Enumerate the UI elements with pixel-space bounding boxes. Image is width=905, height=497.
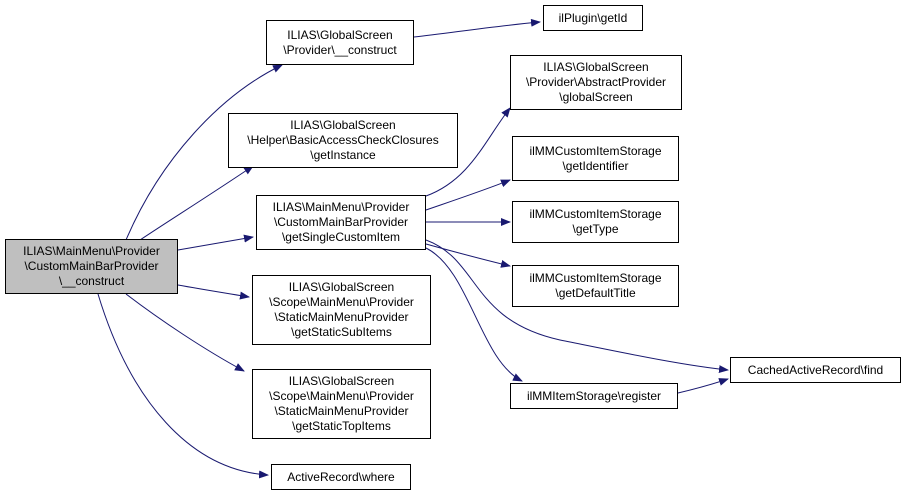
edge-single-to-abstract-provider: [425, 107, 511, 197]
node-basic-access-check-closures-get-instance[interactable]: ILIAS\GlobalScreen \Helper\BasicAccessCh…: [228, 113, 458, 168]
edge-gs-construct-to-il-plugin: [413, 18, 541, 38]
node-line: \getInstance: [310, 148, 376, 162]
node-line: ilMMItemStorage\register: [526, 388, 662, 403]
node-get-static-sub-items[interactable]: ILIAS\GlobalScreen \Scope\MainMenu\Provi…: [252, 275, 431, 345]
node-line: \Scope\MainMenu\Provider: [269, 295, 414, 309]
node-line: \StaticMainMenuProvider: [274, 404, 409, 418]
node-custom-item-storage-get-type[interactable]: ilMMCustomItemStorage \getType: [512, 201, 679, 243]
node-abstract-provider-global-screen[interactable]: ILIAS\GlobalScreen \Provider\AbstractPro…: [510, 55, 682, 110]
edge-root-to-get-single-custom-item: [177, 234, 254, 251]
node-line: ILIAS\GlobalScreen: [288, 280, 395, 294]
edge-single-to-item-register: [425, 247, 523, 382]
node-line: \Scope\MainMenu\Provider: [269, 389, 414, 403]
node-line: ILIAS\MainMenu\Provider: [23, 244, 160, 258]
node-line: ILIAS\MainMenu\Provider: [272, 200, 410, 214]
node-line: CachedActiveRecord\find: [747, 362, 884, 377]
node-active-record-where[interactable]: ActiveRecord\where: [271, 464, 411, 490]
node-line: \CustomMainBarProvider: [273, 215, 409, 229]
node-item-storage-register[interactable]: ilMMItemStorage\register: [510, 383, 678, 409]
node-line: ilMMCustomItemStorage: [529, 271, 662, 285]
edge-single-to-get-identifier: [425, 179, 511, 211]
edge-single-to-cached-find: [425, 239, 729, 374]
edge-root-to-basic-access-check: [139, 165, 254, 241]
node-line: ActiveRecord\where: [287, 469, 395, 484]
node-line: \getStaticTopItems: [292, 419, 391, 433]
node-line: \Helper\BasicAccessCheckClosures: [247, 133, 439, 147]
node-line: \getDefaultTitle: [555, 286, 636, 300]
node-line: \getSingleCustomItem: [281, 230, 401, 244]
node-line: ILIAS\GlobalScreen: [290, 118, 396, 132]
node-custom-item-storage-get-default-title[interactable]: ilMMCustomItemStorage \getDefaultTitle: [512, 265, 679, 307]
node-custom-main-bar-provider-construct[interactable]: ILIAS\MainMenu\Provider \CustomMainBarPr…: [5, 239, 178, 294]
node-line: ILIAS\GlobalScreen: [543, 60, 649, 74]
node-line: \getIdentifier: [562, 158, 629, 173]
node-line: \__construct: [58, 274, 125, 288]
node-il-plugin-get-id[interactable]: ilPlugin\getId: [543, 5, 643, 31]
node-line: \Provider\AbstractProvider: [525, 75, 667, 89]
node-line: \globalScreen: [559, 90, 633, 104]
node-line: ILIAS\GlobalScreen: [288, 374, 395, 388]
node-line: ilMMCustomItemStorage: [529, 143, 662, 158]
node-line: \getType: [572, 222, 619, 236]
node-line: ILIAS\GlobalScreen: [287, 27, 393, 42]
edge-item-register-to-cached-find: [677, 378, 729, 394]
node-get-single-custom-item[interactable]: ILIAS\MainMenu\Provider \CustomMainBarPr…: [256, 195, 426, 250]
node-line: \Provider\__construct: [283, 42, 397, 57]
edge-root-to-active-record-where: [97, 293, 269, 479]
node-get-static-top-items[interactable]: ILIAS\GlobalScreen \Scope\MainMenu\Provi…: [252, 369, 431, 439]
node-global-screen-provider-construct[interactable]: ILIAS\GlobalScreen \Provider\__construct: [266, 20, 414, 65]
node-line: \CustomMainBarProvider: [24, 259, 159, 273]
node-cached-active-record-find[interactable]: CachedActiveRecord\find: [730, 357, 901, 383]
edge-single-to-get-default-title: [425, 243, 511, 268]
node-custom-item-storage-get-identifier[interactable]: ilMMCustomItemStorage \getIdentifier: [512, 136, 679, 181]
node-line: ilMMCustomItemStorage: [529, 207, 662, 221]
edge-root-to-gs-provider-construct: [125, 64, 283, 241]
node-line: \StaticMainMenuProvider: [274, 310, 409, 324]
node-line: ilPlugin\getId: [558, 10, 628, 25]
node-line: \getStaticSubItems: [291, 325, 392, 339]
edge-root-to-get-static-top-items: [125, 293, 245, 372]
edge-root-to-get-static-sub-items: [177, 284, 250, 300]
